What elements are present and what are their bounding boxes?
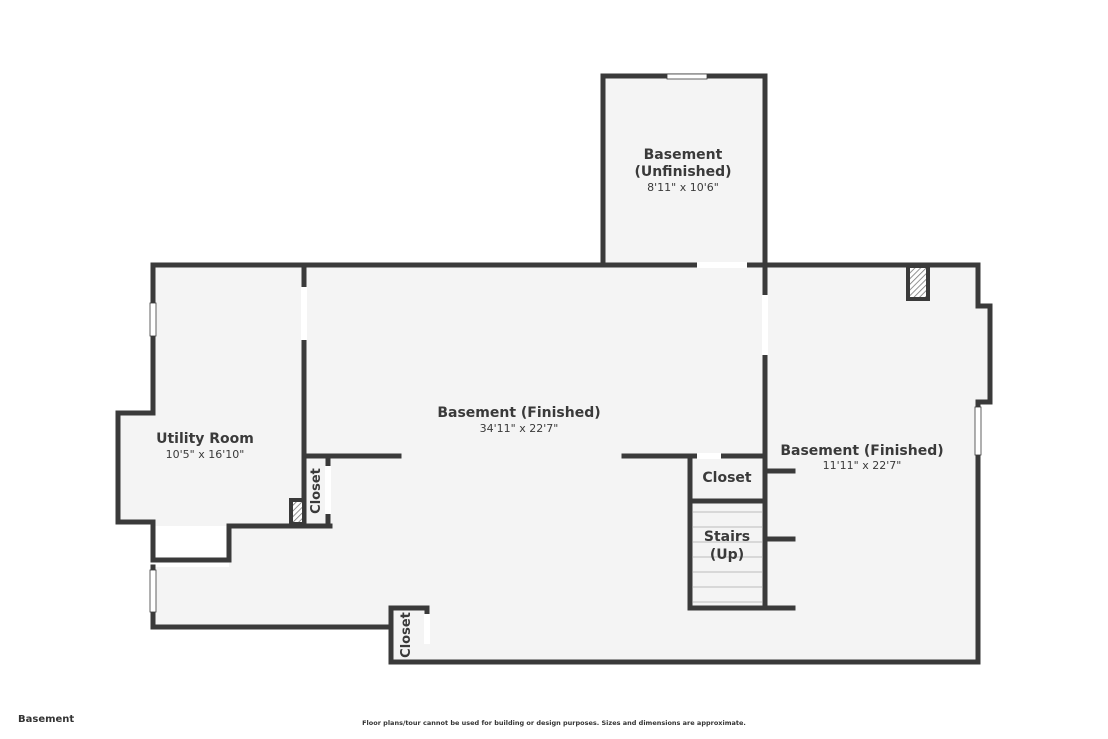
floor-label: Basement — [18, 714, 75, 725]
closet-utility-name: Closet — [309, 468, 324, 514]
closet-bottom-name: Closet — [399, 612, 414, 658]
floor-finished — [118, 265, 990, 662]
disclaimer: Floor plans/tour cannot be used for buil… — [362, 719, 746, 727]
unfinished-name-line2: (Unfinished) — [634, 164, 731, 180]
utility-dims: 10'5" x 16'10" — [166, 448, 245, 461]
room-labels: Basement (Unfinished) 8'11" x 10'6" Base… — [156, 147, 944, 658]
finished-main-dims: 34'11" x 22'7" — [480, 422, 559, 435]
floor-unfinished — [603, 76, 765, 265]
finished-east-name: Basement (Finished) — [780, 443, 943, 459]
closet-east-name: Closet — [702, 470, 752, 486]
utility-name: Utility Room — [156, 431, 254, 447]
unfinished-name-line1: Basement — [644, 147, 723, 163]
opening-utility — [301, 287, 307, 340]
opening-unfinished — [697, 262, 747, 268]
opening-closet-bottom — [424, 614, 430, 644]
chimney-utility — [289, 498, 306, 526]
floor-fills — [118, 76, 990, 662]
stairs-name-line2: (Up) — [710, 547, 744, 563]
window-east — [974, 406, 982, 456]
chimney — [289, 264, 930, 526]
window-west-lower — [149, 569, 157, 613]
unfinished-dims: 8'11" x 10'6" — [647, 181, 719, 194]
stairs-treads — [693, 511, 762, 603]
finished-main-name: Basement (Finished) — [437, 405, 600, 421]
opening-closet-east — [697, 453, 721, 459]
wall-west — [115, 262, 333, 563]
opening-closet-utility — [325, 466, 331, 514]
chimney-east — [906, 264, 930, 301]
window-unfinished-top — [666, 73, 708, 80]
windows — [149, 73, 982, 644]
stairs-name-line1: Stairs — [704, 529, 750, 545]
window-utility-west — [149, 302, 157, 337]
finished-east-dims: 11'11" x 22'7" — [823, 459, 902, 472]
opening-east — [762, 295, 768, 355]
